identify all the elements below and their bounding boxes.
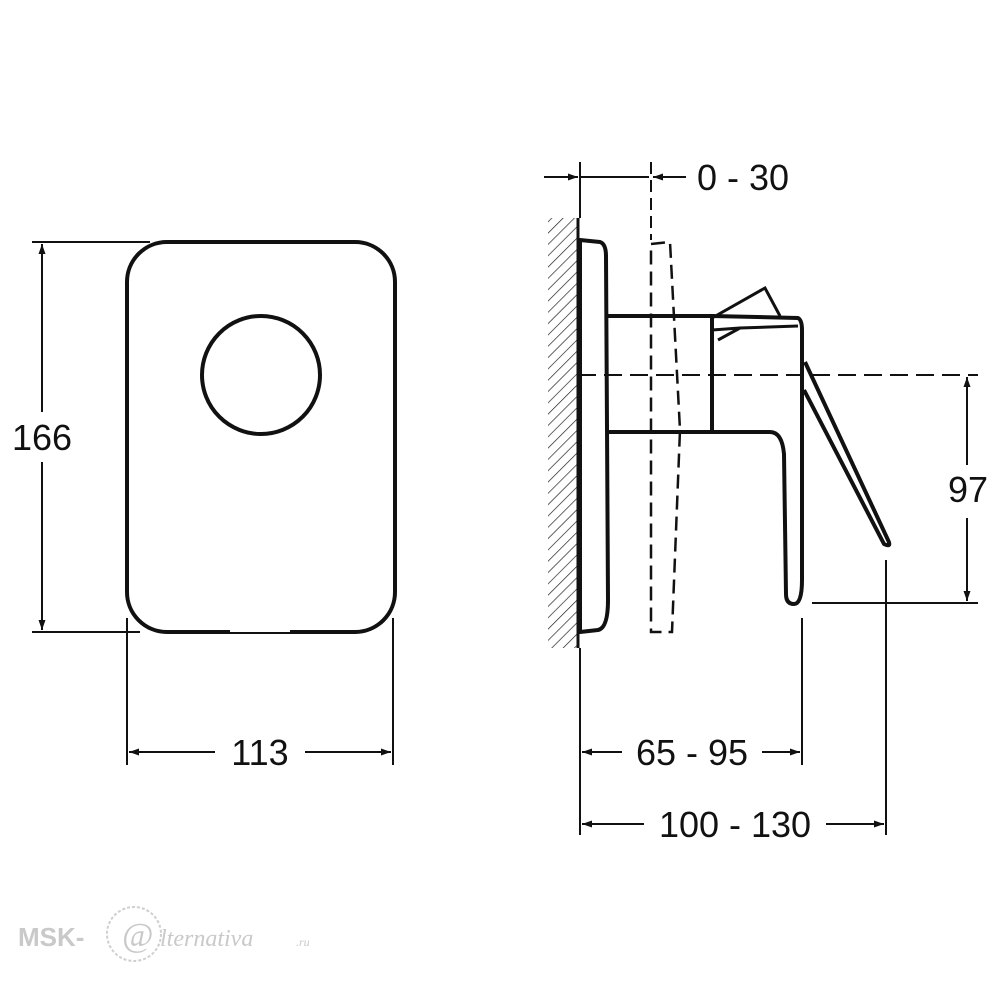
front-width-label: 113 [231,732,288,773]
front-width-dimension [126,618,394,765]
front-height-dimension [32,241,150,633]
total-depth-label: 100 - 130 [659,804,811,845]
wall-hatch [548,218,578,648]
watermark-circle-icon [106,906,162,962]
handle-body [711,314,804,606]
handle-rosette [200,314,322,436]
lever-top [711,285,782,320]
lever-height-dimension [812,377,978,604]
lever-height-label: 97 [948,469,988,510]
side-view: 0 - 30 97 65 - 95 100 - 130 [544,157,988,845]
cover-plate [125,240,397,634]
watermark-at: @ [122,917,153,954]
watermark-logo: MSK- @ lternativa .ru [18,906,310,962]
offset-label: 0 - 30 [697,157,789,198]
watermark-tld: .ru [296,935,310,949]
lever-blade [802,361,892,548]
front-view: 166 113 [12,240,397,773]
watermark-rest: lternativa [160,926,253,952]
watermark-brand: MSK- [18,922,84,952]
body-depth-label: 65 - 95 [636,732,748,773]
side-cover-plate [578,238,610,634]
front-height-label: 166 [12,417,72,458]
alternate-plate-dashed [649,240,682,634]
